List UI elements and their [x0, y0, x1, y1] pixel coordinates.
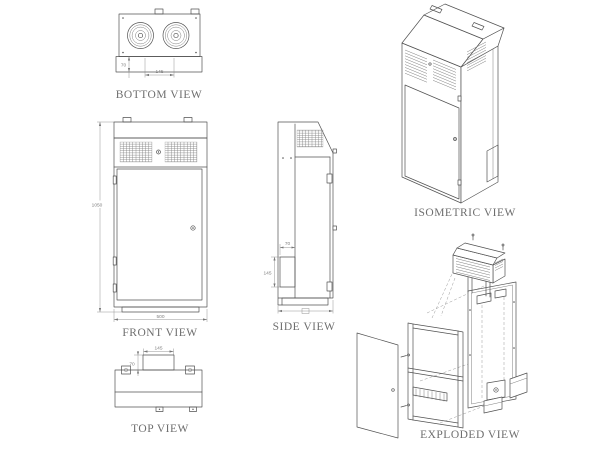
side-bracket: [509, 372, 528, 399]
fan-right: [162, 22, 190, 49]
fan-housing-top: [142, 354, 175, 371]
iso-side-face: [460, 45, 499, 204]
dimension-145: 145: [263, 256, 280, 288]
mounting-tab: [189, 406, 197, 412]
vent-grille-right: [432, 59, 457, 91]
svg-text:145: 145: [155, 69, 163, 75]
isometric-view-label: ISOMETRIC VIEW: [414, 207, 516, 219]
vent-grille: [296, 129, 324, 148]
door-lock: [453, 137, 457, 141]
dimension-500: 500: [113, 309, 208, 322]
bottom-dimension: [277, 300, 334, 314]
mounting-tab: [471, 22, 485, 31]
frame-shelf-grille: [412, 386, 448, 402]
dimension-70: 70: [121, 56, 131, 78]
svg-text:70: 70: [285, 241, 291, 247]
svg-text:145: 145: [263, 271, 271, 277]
hinge: [326, 281, 333, 292]
exploded-frame: [407, 322, 464, 429]
front-view-label: FRONT VIEW: [122, 327, 198, 339]
front-view-drawing: 1050 500: [89, 117, 208, 322]
dimension-70: 70: [279, 241, 296, 255]
side-view-drawing: 70 145: [263, 121, 337, 314]
vent-grille-left: [404, 49, 428, 83]
hinge: [112, 175, 117, 185]
dimension-1050: 1050: [89, 121, 122, 313]
fan-housing-outline: [118, 13, 201, 57]
hinge: [112, 256, 117, 266]
top-view-label: TOP VIEW: [131, 423, 189, 435]
mounting-tab: [155, 406, 164, 412]
back-panel-bracket: [486, 379, 506, 401]
hinge: [457, 95, 462, 102]
mounting-tab: [429, 5, 443, 14]
screw: [428, 62, 432, 66]
door-lock: [190, 225, 196, 231]
svg-text:70: 70: [129, 362, 135, 368]
exploded-fan-unit: [452, 233, 506, 298]
body-outline: [115, 56, 203, 73]
bottom-foot: [483, 396, 503, 414]
side-view-label: SIDE VIEW: [272, 321, 336, 333]
bracket-left: [121, 365, 131, 375]
hinge-pin: [332, 225, 337, 231]
door: [116, 168, 203, 301]
dimension-70: 70: [129, 351, 143, 376]
bottom-view-drawing: 70 145: [115, 8, 203, 78]
rear-cutout: [279, 256, 296, 288]
dimension-145: 145: [144, 58, 175, 78]
mounting-tab: [122, 117, 132, 123]
hinge: [112, 283, 117, 293]
svg-text:70: 70: [121, 63, 127, 69]
svg-text:1050: 1050: [92, 202, 103, 208]
mounting-tab: [154, 8, 164, 15]
side-panel: [486, 144, 499, 183]
exploded-door: [356, 332, 399, 439]
hinge: [457, 179, 462, 186]
plinth: [281, 297, 329, 306]
side-profile: [277, 121, 334, 306]
exploded-view-drawing: [356, 233, 528, 439]
svg-text:145: 145: [154, 346, 162, 352]
plinth: [121, 306, 200, 313]
exploded-back-panel: [467, 281, 517, 409]
hinge-pin: [332, 148, 337, 154]
assembly-lines: [419, 251, 503, 424]
dimension-145: 145: [143, 346, 174, 355]
cabinet-body: [113, 137, 208, 308]
mounting-tab: [190, 8, 200, 15]
isometric-view-drawing: [401, 3, 505, 204]
screw: [156, 149, 161, 155]
door-lock: [391, 388, 395, 392]
body-outline: [114, 369, 203, 408]
bottom-view-label: BOTTOM VIEW: [115, 89, 203, 101]
exploded-view-label: EXPLODED VIEW: [420, 429, 520, 441]
mounting-tab: [183, 117, 193, 123]
bracket-right: [185, 365, 195, 375]
vent-grille-left: [119, 141, 153, 163]
door-screws: [400, 353, 410, 408]
top-cap: [113, 121, 208, 139]
vent-grille-side: [466, 41, 487, 72]
iso-door: [404, 84, 460, 200]
hinge: [326, 173, 333, 184]
vent-grille-right: [164, 141, 198, 163]
fan-left: [127, 22, 154, 49]
svg-text:500: 500: [156, 314, 164, 320]
top-view-drawing: 145 70: [114, 346, 203, 412]
